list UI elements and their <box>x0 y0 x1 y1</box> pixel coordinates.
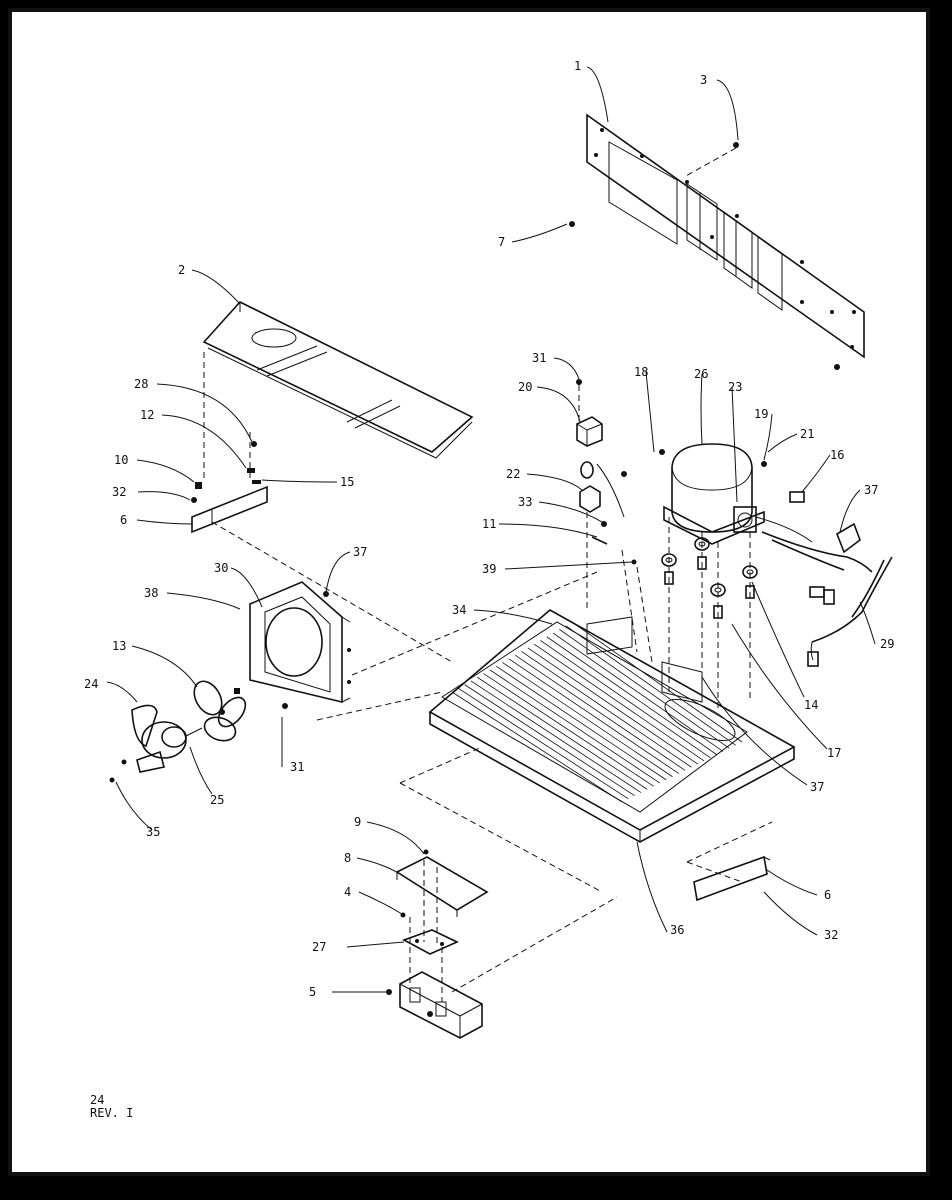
callout-27: 27 <box>312 940 326 954</box>
screw-icon <box>121 759 127 765</box>
callout-24: 24 <box>84 677 98 691</box>
screw-icon <box>251 441 257 447</box>
screw-icon <box>631 559 637 565</box>
callout-21: 21 <box>800 427 814 441</box>
callout-31-top: 31 <box>532 351 546 365</box>
callout-33: 33 <box>518 495 532 509</box>
mounting-bracket <box>191 485 268 534</box>
callout-10: 10 <box>114 453 128 467</box>
screw-icon <box>347 680 351 684</box>
screw-icon <box>347 648 351 652</box>
screw-icon <box>576 379 582 385</box>
callout-4: 4 <box>344 885 351 899</box>
callout-32-right: 32 <box>824 928 838 942</box>
relay <box>576 416 603 447</box>
callout-13: 13 <box>112 639 126 653</box>
callout-25: 25 <box>210 793 224 807</box>
screw-icon <box>282 703 288 709</box>
callout-17: 17 <box>827 746 841 760</box>
callout-30: 30 <box>214 561 228 575</box>
page-number: 24 <box>90 1093 105 1107</box>
callout-36: 36 <box>670 923 684 937</box>
callout-15: 15 <box>340 475 354 489</box>
callout-32-left: 32 <box>112 485 126 499</box>
callout-6-right: 6 <box>824 888 831 902</box>
rear-panel <box>586 113 865 359</box>
callout-14: 14 <box>804 698 818 712</box>
nut-icon <box>195 482 202 489</box>
exploded-parts-diagram: 1 2 3 4 5 6 6 7 8 9 10 11 12 13 14 15 16… <box>84 59 894 1039</box>
callout-38: 38 <box>144 586 158 600</box>
cover-plate <box>202 301 474 459</box>
wiring-harness <box>761 522 893 667</box>
compressor <box>663 443 813 545</box>
callout-9: 9 <box>354 815 361 829</box>
callout-8: 8 <box>344 851 351 865</box>
callout-26: 26 <box>694 367 708 381</box>
clip-icon <box>247 468 255 473</box>
callout-22: 22 <box>506 467 520 481</box>
diagram-sheet: 1 2 3 4 5 6 6 7 8 9 10 11 12 13 14 15 16… <box>8 8 930 1176</box>
callout-37-fan: 37 <box>353 545 367 559</box>
callout-20: 20 <box>518 380 532 394</box>
fan-shroud <box>249 581 351 704</box>
callout-39: 39 <box>482 562 496 576</box>
callout-37-harness: 37 <box>864 483 878 497</box>
screw-icon <box>191 497 197 503</box>
callout-3: 3 <box>700 73 707 87</box>
callout-16: 16 <box>830 448 844 462</box>
callout-23: 23 <box>728 380 742 394</box>
callout-35: 35 <box>146 825 160 839</box>
drain-cover <box>395 856 489 917</box>
grommet <box>661 537 758 597</box>
callout-7: 7 <box>498 235 505 249</box>
callout-12: 12 <box>140 408 154 422</box>
callout-6-left: 6 <box>120 513 127 527</box>
page-info: 24 REV. I <box>90 1094 133 1120</box>
callout-labels: 1 2 3 4 5 6 6 7 8 9 10 11 12 13 14 15 16… <box>84 59 894 999</box>
callout-34: 34 <box>452 603 466 617</box>
callout-5: 5 <box>309 985 316 999</box>
scan-border <box>0 1180 952 1200</box>
screw-icon <box>621 471 627 477</box>
screw-icon <box>109 777 115 783</box>
screw-icon <box>601 521 607 527</box>
callout-28: 28 <box>134 377 148 391</box>
clip-icon <box>789 491 805 503</box>
screw-icon <box>733 142 739 148</box>
screw-icon <box>569 221 575 227</box>
condenser-coil <box>451 621 743 803</box>
drain-pan <box>399 971 483 1039</box>
mounting-bracket <box>693 855 771 902</box>
screw-icon <box>427 1011 433 1017</box>
callout-19: 19 <box>754 407 768 421</box>
fan-motor <box>131 704 203 773</box>
fan-blade <box>193 680 247 742</box>
screw-icon <box>423 849 429 855</box>
condenser-base <box>428 609 796 843</box>
callout-29: 29 <box>880 637 894 651</box>
callout-18: 18 <box>634 365 648 379</box>
screw-icon <box>386 989 392 995</box>
screw-icon <box>323 591 329 597</box>
revision-label: REV. I <box>90 1106 134 1120</box>
nut-icon <box>234 688 240 694</box>
clip-icon <box>252 480 261 484</box>
drain-bracket <box>402 929 459 955</box>
callout-11: 11 <box>482 517 496 531</box>
callout-1: 1 <box>574 59 581 73</box>
callout-37-base: 37 <box>810 780 824 794</box>
overload-protector <box>579 461 625 518</box>
screw-icon <box>659 449 665 455</box>
callout-31-bottom: 31 <box>290 760 304 774</box>
screw-icon <box>761 461 767 467</box>
callout-2: 2 <box>178 263 185 277</box>
screw-icon <box>834 364 840 370</box>
grommet-sleeve <box>664 556 755 619</box>
leader-lines <box>106 66 876 993</box>
